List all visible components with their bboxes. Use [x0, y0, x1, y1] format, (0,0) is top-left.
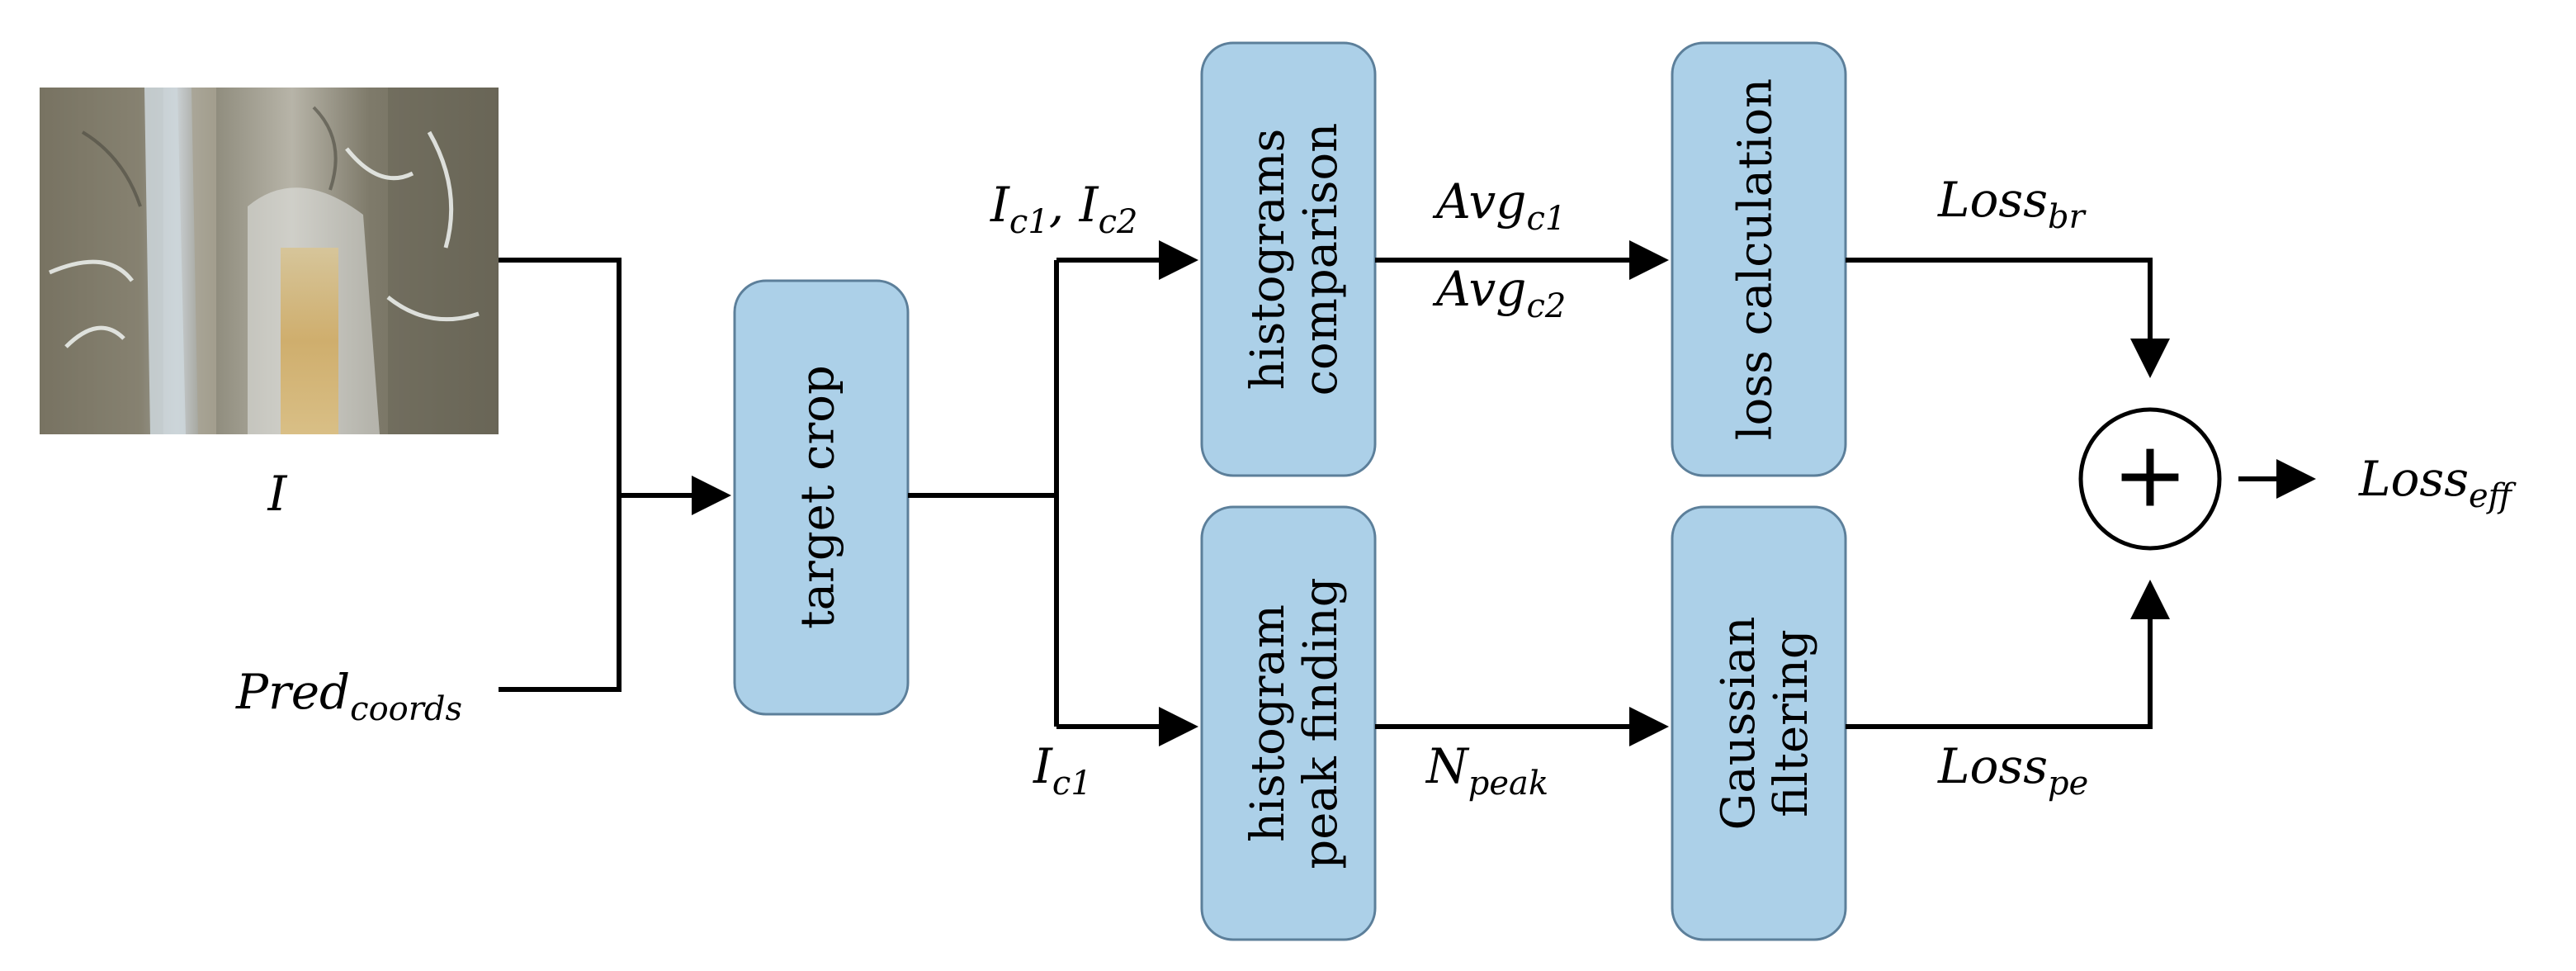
target-crop-node: target crop — [733, 279, 910, 716]
loss-eff-label: Losseff — [2358, 451, 2517, 515]
crops-top-label: Ic1, Ic2 — [990, 177, 1137, 241]
gaussian-filtering-node: Gaussianfiltering — [1671, 505, 1847, 941]
loss-calculation-label: loss calculation — [1729, 78, 1783, 440]
plus-icon: + — [2112, 421, 2188, 527]
sum-node: + — [2078, 407, 2222, 551]
input-image-label: I — [267, 466, 288, 522]
loss-pe-label: Losspe — [1937, 738, 2088, 803]
n-peak-label: Npeak — [1425, 738, 1548, 803]
histograms-comparison-node: histogramscomparison — [1200, 41, 1377, 477]
histogram-peak-finding-label: histogrampeak finding — [1241, 577, 1348, 869]
crop-bottom-label: Ic1 — [1033, 738, 1092, 803]
avg-c1-label: Avgc1 — [1432, 173, 1566, 238]
histogram-peak-finding-node: histogrampeak finding — [1200, 505, 1377, 941]
histograms-comparison-label: histogramscomparison — [1241, 123, 1348, 396]
loss-pe-wire — [1846, 580, 2170, 729]
avg-c2-label: Avgc2 — [1432, 261, 1566, 325]
gaussian-filtering-label: Gaussianfiltering — [1712, 616, 1818, 830]
loss-br-label: Lossbr — [1937, 172, 2087, 236]
input-merge-wire — [499, 258, 622, 692]
loss-br-wire — [1846, 258, 2170, 378]
input-image — [40, 88, 499, 435]
loss-calculation-node: loss calculation — [1671, 41, 1847, 477]
target-crop-label: target crop — [792, 365, 845, 629]
input-coords-label: Predcoords — [235, 664, 462, 728]
